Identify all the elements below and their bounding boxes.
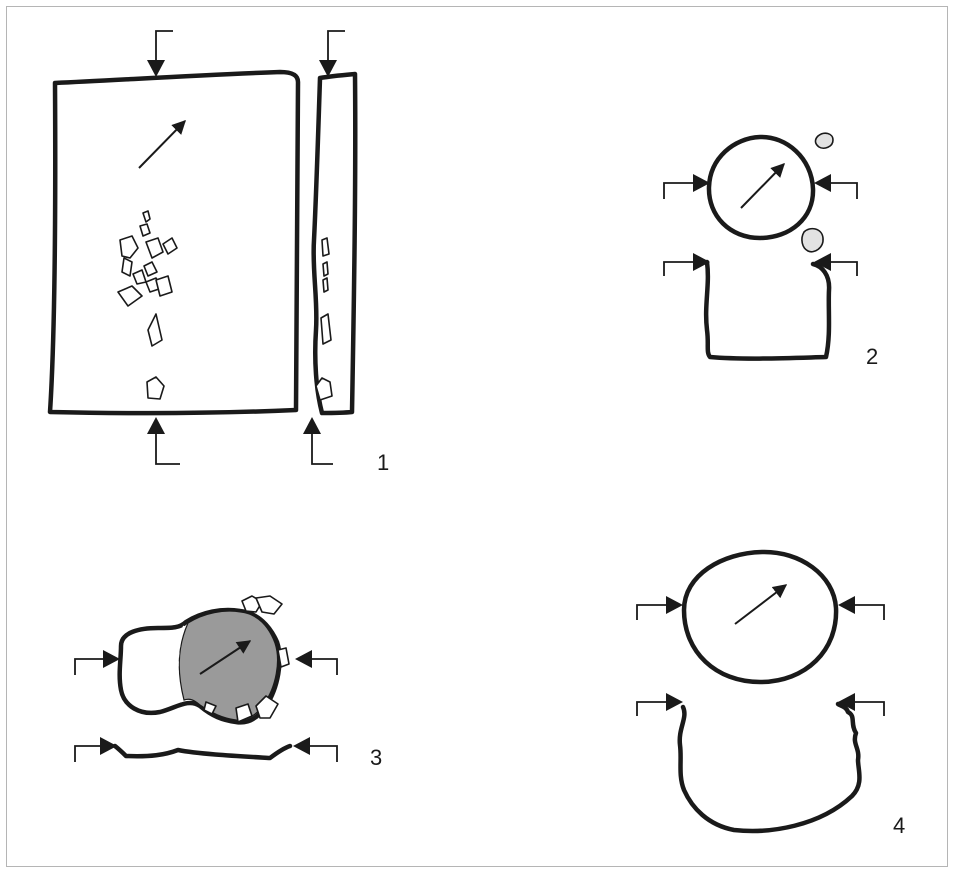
section-marker — [74, 650, 338, 762]
figure-frame — [6, 6, 948, 867]
direction-arrow — [138, 119, 186, 169]
section-profile-outline — [677, 701, 862, 834]
direction-arrow — [199, 640, 252, 675]
side-profile-outline — [311, 71, 358, 416]
section-marker — [147, 30, 345, 465]
figure-3: 3 — [74, 595, 382, 770]
stone-fragments — [203, 595, 290, 723]
figure-1: 1 — [47, 30, 389, 475]
dashed-boundary — [176, 625, 185, 703]
direction-arrow — [740, 162, 785, 209]
plan-view-outline — [47, 69, 301, 416]
figure-label: 3 — [370, 745, 382, 770]
section-marker — [663, 174, 858, 276]
section-profile-outline — [112, 743, 293, 761]
figure-2: 2 — [663, 132, 878, 369]
figure-label: 2 — [866, 344, 878, 369]
section-profile-outline — [703, 259, 832, 361]
section-marker — [636, 596, 885, 716]
plan-view-outline — [681, 549, 839, 685]
figure-label: 4 — [893, 813, 905, 838]
figure-label: 1 — [377, 450, 389, 475]
figure-4: 4 — [636, 549, 905, 838]
stone-small — [814, 132, 834, 149]
direction-arrow — [734, 584, 788, 625]
stone-small — [801, 227, 824, 253]
profile-stones — [315, 237, 333, 401]
plan-view-outline — [706, 134, 816, 241]
stone-cluster — [117, 210, 178, 400]
